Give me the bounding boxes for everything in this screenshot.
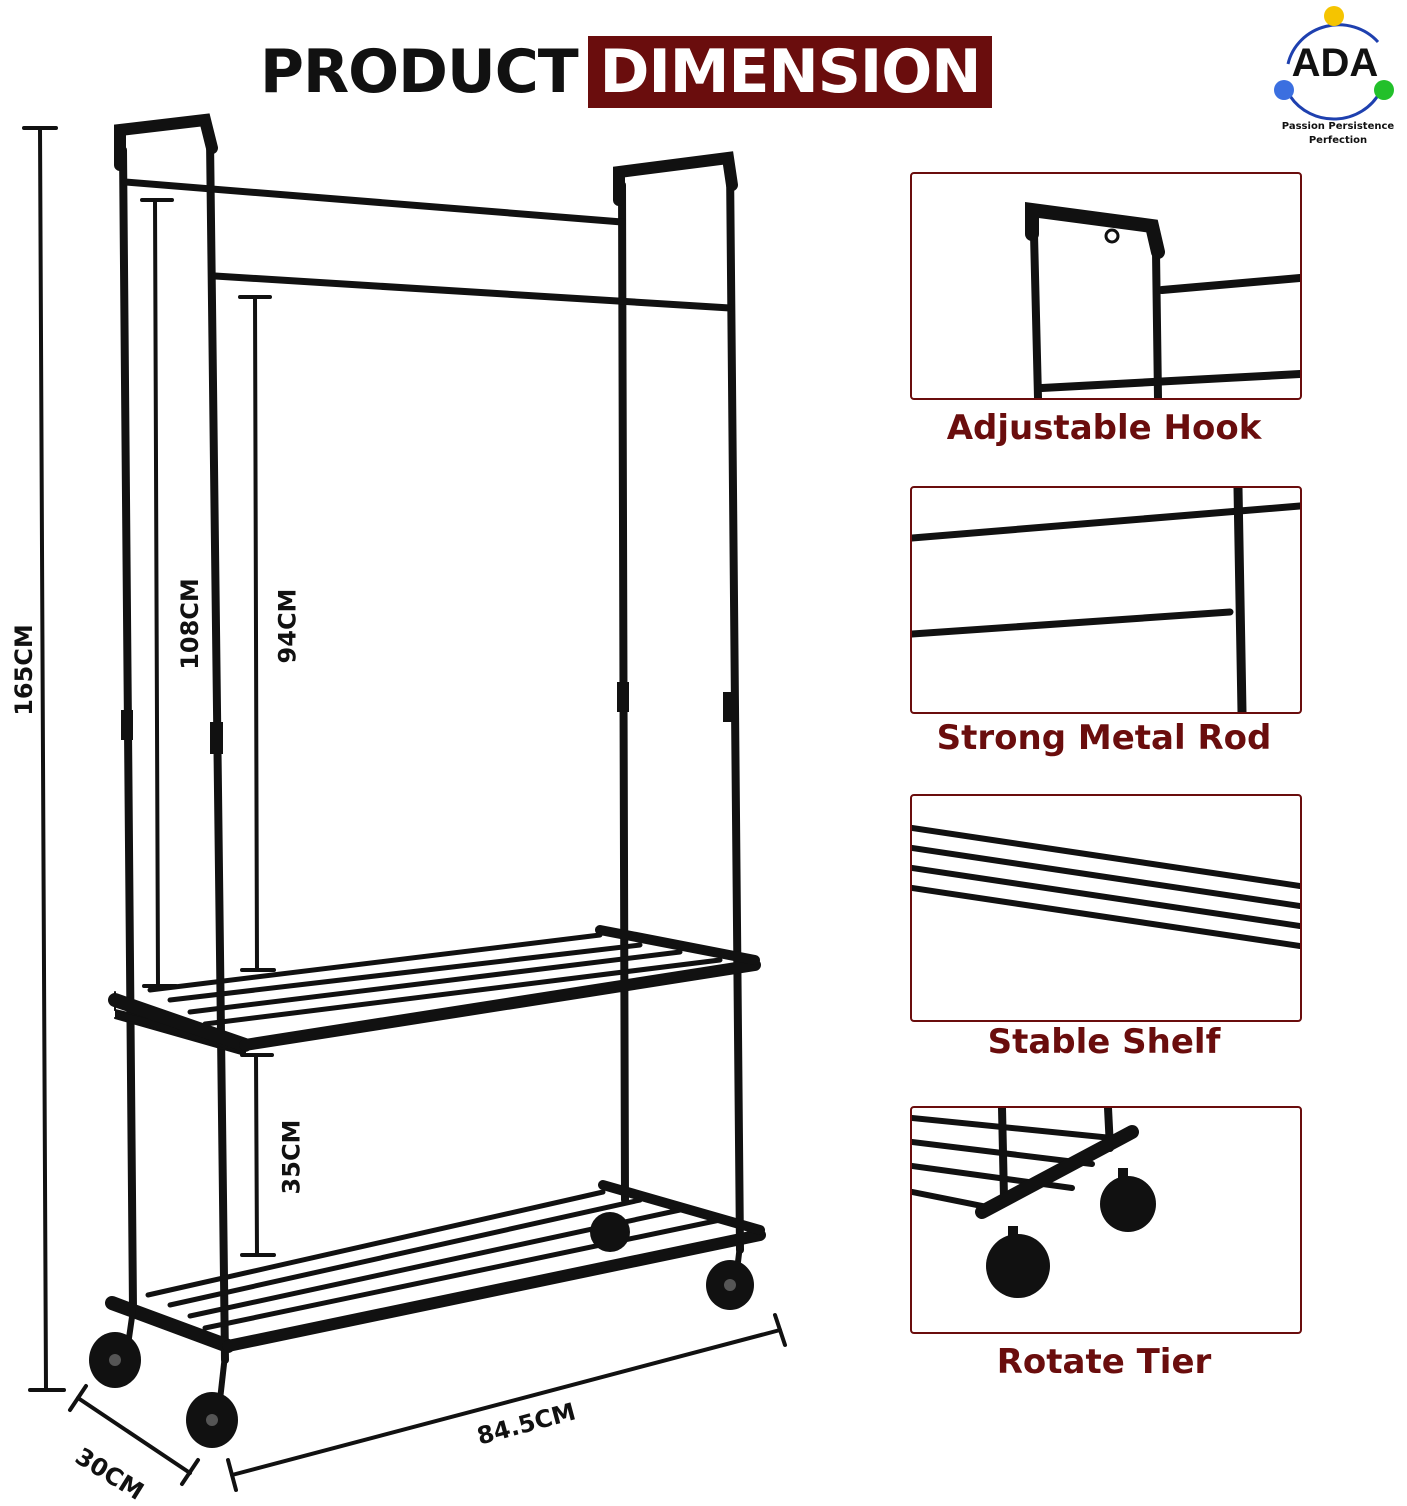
tier-dimension-line: [254, 1053, 259, 1257]
rack-illustration: [22, 113, 787, 1492]
logo-tagline-line1: Passion Persistence: [1281, 121, 1395, 132]
wheel-icons: [89, 1212, 754, 1448]
title-product: PRODUCT: [260, 37, 579, 107]
hanger-height-label: 108CM: [175, 578, 204, 670]
feature-label-rod: Strong Metal Rod: [936, 718, 1272, 758]
title-dimension: DIMENSION: [587, 36, 993, 108]
inner-height-label: 94CM: [273, 588, 302, 664]
feature-wheel-image: [910, 1106, 1302, 1334]
logo-text: ADA: [1292, 41, 1379, 85]
feature-label-hook: Adjustable Hook: [946, 408, 1262, 448]
width-dimension-line: [230, 1328, 782, 1477]
shelf-closeup-icon: [912, 825, 1300, 949]
wheel-closeup-icon: [912, 1108, 1156, 1298]
inner-dimension-line: [253, 295, 259, 972]
feature-label-wheel: Rotate Tier: [996, 1342, 1212, 1382]
page-title: PRODUCT DIMENSION: [260, 36, 993, 108]
hanger-dimension-line: [153, 198, 160, 988]
feature-label-shelf: Stable Shelf: [987, 1022, 1221, 1062]
feature-hook-image: [910, 172, 1302, 400]
feature-rod-image: [910, 486, 1302, 714]
total-height-label: 165CM: [9, 624, 38, 716]
logo-tagline: Passion Persistence Perfection: [1268, 120, 1407, 148]
ada-logo: ADA: [1274, 6, 1394, 121]
logo-tagline-line2: Perfection: [1308, 135, 1368, 146]
rod-closeup-icon: [912, 488, 1300, 712]
depth-dimension-line: [76, 1396, 192, 1475]
tier-gap-label: 35CM: [277, 1119, 306, 1195]
height-dimension-line: [38, 126, 48, 1392]
hook-closeup-icon: [1025, 202, 1300, 398]
feature-shelf-image: [910, 794, 1302, 1022]
